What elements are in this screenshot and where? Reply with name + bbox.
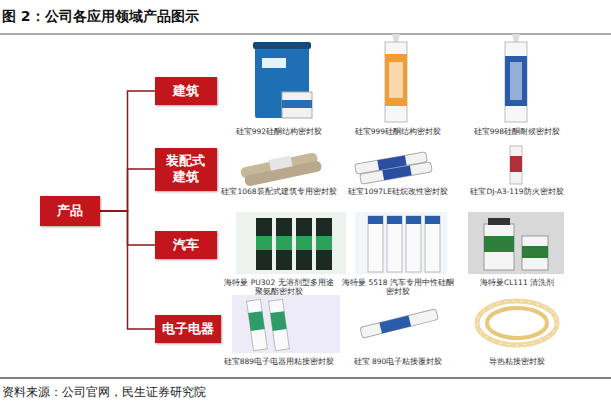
illustration-shape xyxy=(510,62,522,100)
tube-product xyxy=(232,295,340,353)
node-label: 汽车 xyxy=(173,237,199,253)
category-box: 电子电器 xyxy=(155,315,221,343)
illustration-shape xyxy=(406,216,421,272)
product-caption: 硅宝1068装配式建筑专用密封胶 xyxy=(221,187,337,196)
product-caption: 海特曼 5518 汽车专用中性硅酮密封胶 xyxy=(340,278,456,297)
tree-connector xyxy=(100,211,155,329)
illustration-shape xyxy=(392,34,400,42)
cartridge-product xyxy=(355,212,447,274)
node-label: 产品 xyxy=(57,203,83,219)
illustration-shape xyxy=(387,216,402,224)
category-box: 建筑 xyxy=(155,77,217,105)
illustration-shape xyxy=(248,311,264,331)
cartridge-product xyxy=(355,152,433,184)
category-box: 装配式建筑 xyxy=(155,148,217,191)
product-caption: 海特曼 PU302 无溶剂型多用途聚氨酯密封胶 xyxy=(221,278,337,297)
category-box: 汽车 xyxy=(155,231,217,259)
illustration-shape xyxy=(389,62,403,98)
illustration-shape xyxy=(253,42,311,49)
illustration-shape xyxy=(368,216,383,224)
illustration-shape xyxy=(276,236,292,250)
illustration-shape xyxy=(282,92,312,118)
illustration-shape xyxy=(296,218,312,270)
bucket-product xyxy=(253,42,312,118)
illustration-shape xyxy=(270,311,286,331)
illustration-shape xyxy=(236,212,346,274)
illustration-shape xyxy=(282,100,312,108)
product-caption: 硅宝 890电子粘接覆封胶 xyxy=(340,357,456,366)
illustration-shape xyxy=(385,54,407,106)
illustration-shape xyxy=(522,246,548,258)
sausage-product xyxy=(240,152,323,187)
illustration-shape xyxy=(487,308,547,338)
illustration-shape xyxy=(505,42,527,122)
illustration-shape xyxy=(247,299,268,350)
illustration-shape xyxy=(269,155,293,170)
tree-connector xyxy=(100,91,155,211)
illustration-shape xyxy=(232,295,340,353)
illustration-shape xyxy=(484,236,514,252)
tube-product xyxy=(505,34,527,122)
illustration-shape xyxy=(406,216,421,224)
illustration-shape xyxy=(385,42,407,122)
illustration-shape xyxy=(296,236,312,250)
bottle-product xyxy=(236,212,346,274)
illustration-shape xyxy=(316,236,332,250)
product-caption: 硅宝999硅酮结构密封胶 xyxy=(340,127,456,136)
illustration-shape xyxy=(477,301,557,345)
can-product xyxy=(468,212,564,274)
illustration-shape xyxy=(512,34,520,42)
source-rule xyxy=(0,377,611,379)
product-caption: 海特曼CL111 清洗剂 xyxy=(459,278,575,287)
root-box: 产品 xyxy=(40,196,100,226)
tube-product xyxy=(385,34,407,122)
product-caption: 硅宝992硅酮结构密封胶 xyxy=(221,127,337,136)
illustration-shape xyxy=(477,301,557,345)
led-strip xyxy=(477,301,557,345)
illustration-shape xyxy=(425,216,440,272)
small-tube-product xyxy=(510,146,522,184)
illustration-shape xyxy=(510,156,522,172)
product-caption: 硅宝1097LE硅烷改性密封胶 xyxy=(340,187,456,196)
illustration-shape xyxy=(510,146,522,184)
illustration-shape xyxy=(522,236,548,270)
illustration-shape xyxy=(382,165,411,180)
node-label: 装配式建筑 xyxy=(166,153,206,186)
node-label: 电子电器 xyxy=(162,321,214,337)
illustration-shape xyxy=(488,218,510,225)
illustration-shape xyxy=(256,236,272,250)
illustration-shape xyxy=(425,216,440,224)
product-caption: 导热粘接密封胶 xyxy=(459,357,575,366)
illustration-shape xyxy=(262,58,286,68)
illustration-shape xyxy=(368,216,383,272)
illustration-shape xyxy=(355,212,447,274)
tube-product xyxy=(360,309,438,339)
illustration-shape xyxy=(379,315,411,333)
illustration-shape xyxy=(256,218,272,270)
illustration-shape xyxy=(505,56,527,106)
source-note: 资料来源：公司官网，民生证券研究院 xyxy=(2,384,206,401)
illustration-shape xyxy=(484,224,514,270)
figure-title: 图 2：公司各应用领域产品图示 xyxy=(2,8,199,26)
illustration-shape xyxy=(387,216,402,272)
illustration-shape xyxy=(360,309,438,339)
product-caption: 硅宝998硅酮耐候密封胶 xyxy=(459,127,575,136)
illustration-shape xyxy=(269,299,290,350)
illustration-shape xyxy=(316,218,332,270)
node-label: 建筑 xyxy=(173,83,199,99)
illustration-shape xyxy=(468,212,564,274)
product-caption: 硅宝889电子电器用粘接密封胶 xyxy=(221,357,337,366)
tree-connector xyxy=(100,169,155,211)
illustration-shape xyxy=(276,218,292,270)
product-caption: 硅宝DJ-A3-119防火密封胶 xyxy=(459,187,575,196)
